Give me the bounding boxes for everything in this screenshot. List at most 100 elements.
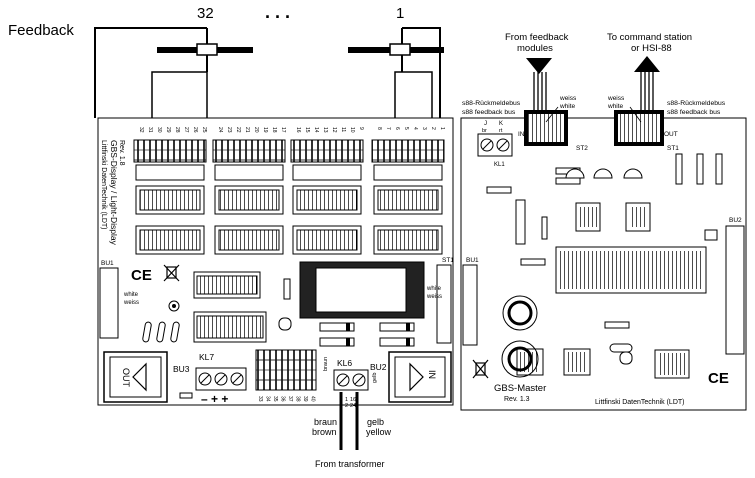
pin-number: 19	[262, 127, 268, 133]
right-out-label: OUT	[664, 131, 678, 138]
pin-number: 36	[280, 396, 286, 402]
diode	[379, 337, 415, 347]
right-resistors	[486, 153, 723, 329]
s88-en-right: s88 feedback bus	[667, 109, 721, 116]
pin-number: 26	[192, 127, 198, 133]
right-bu2-connector	[725, 225, 745, 355]
pin-number: 14	[313, 127, 319, 133]
ic-chip-body	[139, 229, 201, 251]
kl7-label: KL7	[199, 352, 214, 362]
left-white-r: white	[426, 286, 442, 292]
left-ic-rows	[135, 185, 443, 255]
pin-number: 1	[439, 127, 445, 130]
master-rev: Rev. 1.3	[504, 396, 530, 403]
s88-de-right: s88-Rückmeldebus	[667, 100, 726, 107]
terminal-block-bottom	[255, 349, 317, 391]
in-jack[interactable]: IN	[388, 351, 452, 403]
kl6-label: KL6	[337, 358, 352, 368]
terminal-block-row	[133, 139, 445, 163]
arrow-down-icon	[526, 58, 552, 74]
pin-number: 39	[302, 396, 308, 402]
diodes	[319, 322, 415, 347]
left-bu1-connector	[99, 267, 119, 339]
left-board-rev: Rev. 1.8	[118, 140, 125, 166]
diode-band	[346, 323, 350, 331]
pin-number: 32	[138, 127, 144, 133]
waste-bin-icon-right	[472, 359, 489, 379]
pin-number: 22	[235, 127, 241, 133]
left-ce-mark: CE	[131, 267, 152, 284]
pin-number: 6	[394, 127, 400, 130]
pin-number: 11	[340, 127, 346, 132]
pin-number: 10	[349, 127, 355, 133]
st2-label: ST2	[576, 145, 588, 152]
ic-chip-body	[296, 229, 358, 251]
pin-number: 37	[287, 396, 293, 402]
contact-32-label: 32	[197, 5, 214, 22]
master-name: GBS-Master	[494, 383, 546, 394]
st1-label: ST1	[667, 145, 679, 152]
diode	[319, 322, 355, 332]
pin-number: 38	[295, 396, 301, 402]
ic-chip-body	[377, 189, 439, 211]
out-jack[interactable]: OUT	[103, 351, 168, 403]
pin-number: 4	[412, 127, 418, 130]
pin-number: 24	[217, 127, 223, 133]
pin-number: 23	[226, 127, 232, 133]
left-st1-label: ST1	[442, 257, 454, 264]
diode	[379, 322, 415, 332]
waste-bin-icon	[163, 264, 180, 282]
left-board-maker: Littfinski DatenTechnik (LDT)	[100, 140, 107, 229]
pin-number: 12	[331, 127, 337, 133]
microcontroller	[555, 246, 707, 294]
from-feedback-l1: From feedback	[505, 32, 569, 43]
ic-chip-body	[218, 229, 280, 251]
pin-number: 25	[201, 127, 207, 133]
pin-number: 17	[280, 127, 286, 133]
left-white: white	[123, 292, 139, 298]
kl7-terminal[interactable]	[195, 367, 247, 391]
pin-number: 18	[271, 127, 277, 133]
mid-ics	[193, 271, 267, 343]
ic-chip-body	[139, 189, 201, 211]
feedback-wiring	[94, 27, 441, 118]
left-bu2-label: BU2	[370, 362, 387, 372]
pin16: 16	[350, 397, 356, 403]
pin-number: 21	[244, 127, 250, 133]
pin-number: 29	[165, 127, 171, 133]
right-bu1-connector	[462, 264, 478, 346]
relay	[299, 261, 425, 319]
st1-connector[interactable]	[614, 110, 664, 146]
bu3-label: BU3	[173, 364, 190, 374]
kl6-terminal[interactable]	[333, 369, 369, 391]
pin-number: 16	[295, 127, 301, 133]
pin-number: 27	[183, 127, 189, 133]
capacitor-upright	[515, 199, 526, 245]
braun-label: braun	[314, 417, 337, 427]
cable-out	[640, 72, 654, 110]
master-maker: Littfinski DatenTechnik (LDT)	[595, 399, 684, 406]
rt-label: rt	[499, 128, 503, 134]
resistor-arrays	[135, 164, 443, 181]
diode-band	[346, 338, 350, 346]
contact-dots: . . .	[265, 2, 290, 22]
track-contact-1	[348, 43, 444, 56]
pin-number: 15	[304, 127, 310, 133]
kl1-terminal[interactable]	[477, 133, 513, 157]
to-command-l2: or HSI-88	[631, 43, 672, 54]
pin-number: 34	[265, 396, 271, 402]
st2-connector[interactable]	[524, 110, 568, 146]
left-bu1-label: BU1	[101, 260, 114, 267]
kl6-pin-gelb: gelb	[372, 373, 378, 383]
left-weiss-r: weiss	[426, 294, 442, 300]
diode-band	[406, 338, 410, 346]
left-board-name: GBS-Display / Light-Display	[109, 140, 119, 246]
pin-number: 20	[253, 127, 259, 133]
right-in-label: IN	[518, 131, 525, 138]
weiss-left: weiss	[559, 95, 577, 102]
cable-in	[533, 72, 547, 110]
right-ce-mark: CE	[708, 370, 729, 387]
left-weiss: weiss	[123, 300, 139, 306]
transformer-wires	[339, 392, 359, 450]
